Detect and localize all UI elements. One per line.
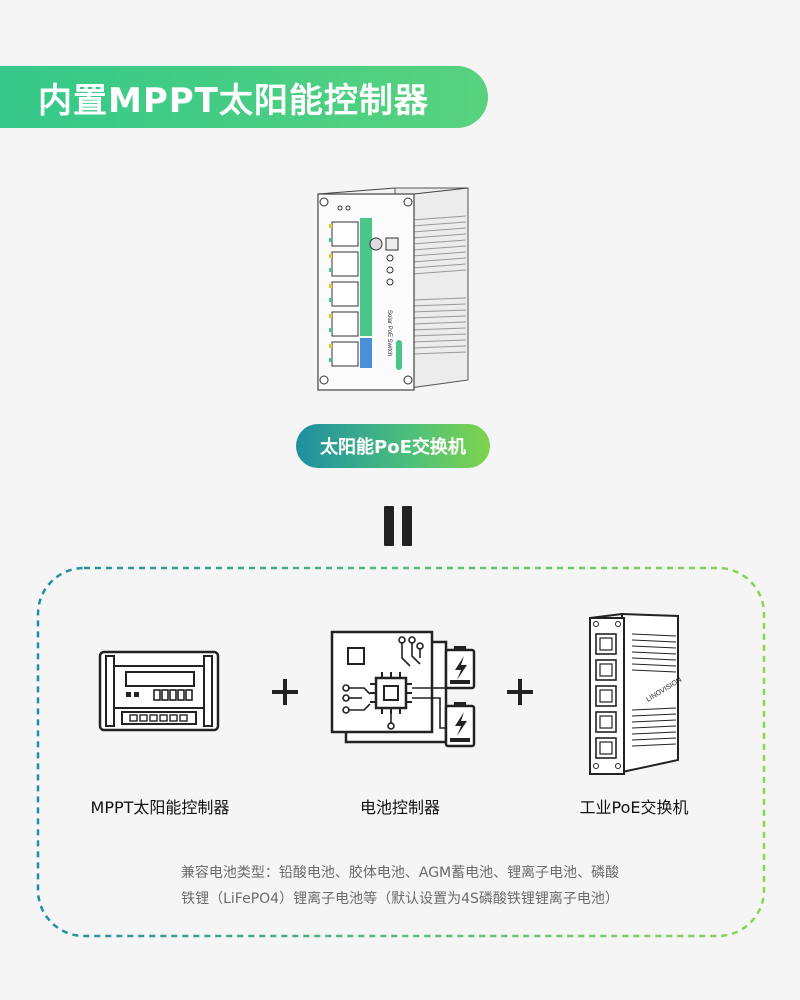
industrial-switch-label: 工业PoE交换机 [579, 798, 689, 817]
plus-sign [507, 679, 533, 705]
industrial-switch-icon: LINOVISION [589, 612, 682, 775]
badge-label: 太阳能PoE交换机 [320, 437, 466, 458]
battery-compatibility-note: 兼容电池类型：铅酸电池、胶体电池、AGM蓄电池、锂离子电池、磷酸 铁锂（LiFe… [100, 860, 700, 912]
mppt-controller-icon [98, 650, 220, 732]
battery-controller-icon [330, 630, 476, 748]
plus-sign [272, 679, 298, 705]
title-banner: 内置MPPT太阳能控制器 [0, 66, 488, 128]
battery-icon [444, 646, 476, 690]
mppt-controller-label: MPPT太阳能控制器 [90, 798, 230, 817]
solar-poe-switch-image: Solar PoE Switch [317, 187, 469, 391]
equals-sign [380, 506, 416, 546]
note-line-1: 兼容电池类型：铅酸电池、胶体电池、AGM蓄电池、锂离子电池、磷酸 [180, 865, 620, 881]
battery-icon [444, 702, 476, 748]
page-title: 内置MPPT太阳能控制器 [38, 80, 429, 121]
solar-poe-switch-badge: 太阳能PoE交换机 [296, 424, 490, 468]
device-side-text: Solar PoE Switch [386, 310, 392, 356]
battery-controller-label: 电池控制器 [359, 798, 440, 817]
note-line-2: 铁锂（LiFePO4）锂离子电池等（默认设置为4S磷酸铁锂锂离子电池） [181, 891, 619, 907]
